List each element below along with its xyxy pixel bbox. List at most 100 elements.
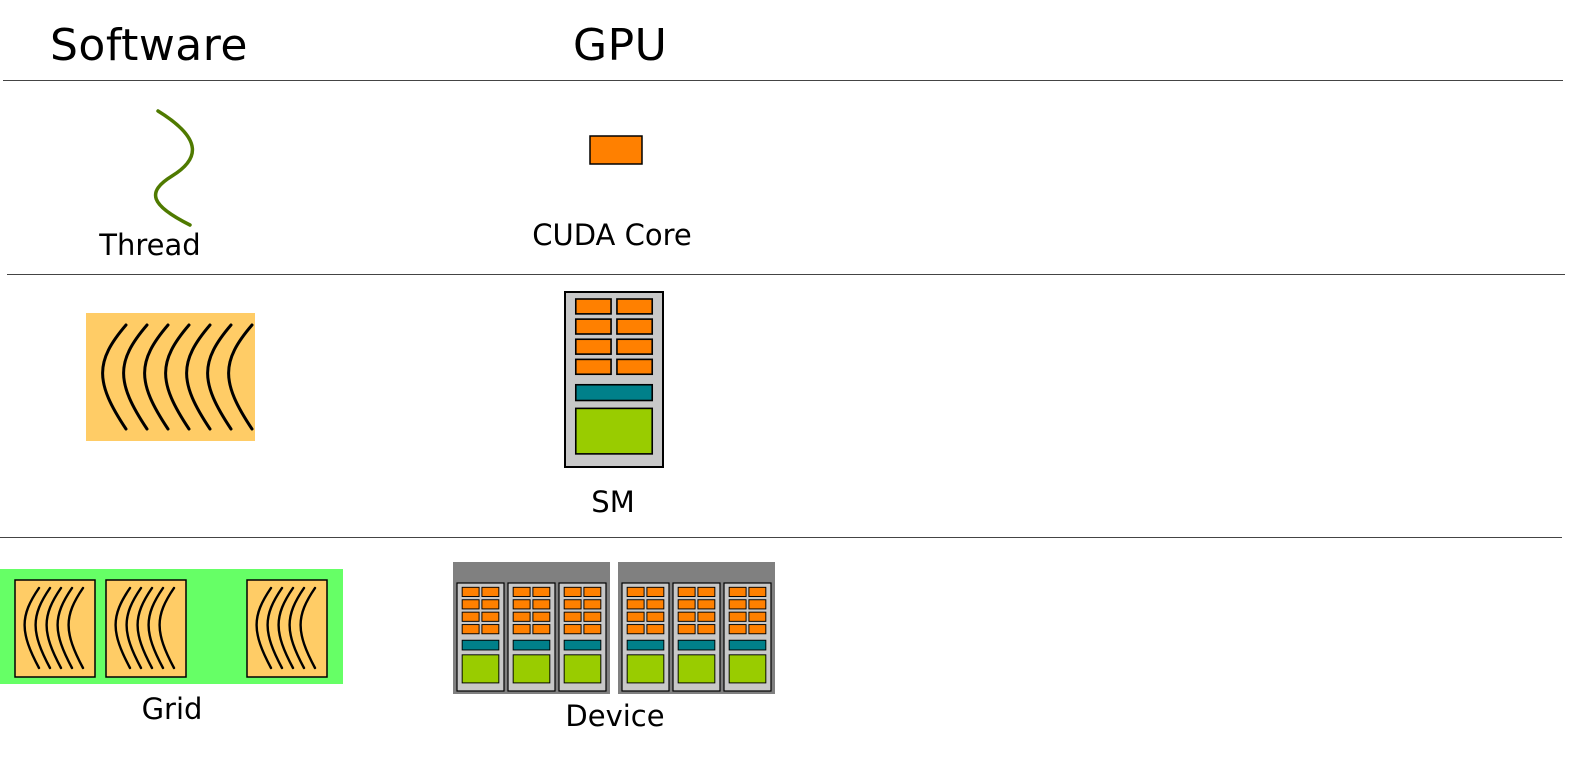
sm-cuda-core — [697, 624, 716, 635]
sm-cuda-core — [677, 624, 696, 635]
sm-cuda-core — [646, 624, 665, 635]
sm-cuda-core — [697, 599, 716, 610]
sm-cuda-core — [481, 599, 500, 610]
sm-cuda-core — [748, 599, 767, 610]
sm-cuda-core — [563, 599, 582, 610]
sm-cuda-core — [481, 611, 500, 622]
sm-cuda-core — [697, 586, 716, 597]
sm-cuda-core — [532, 624, 551, 635]
sm-cuda-core — [512, 586, 531, 597]
sm-cuda-core — [461, 624, 480, 635]
device-gpc — [618, 562, 775, 694]
sm-cuda-core — [646, 599, 665, 610]
gpu-column-header: GPU — [573, 20, 668, 71]
thread-wave — [299, 586, 317, 670]
thread-wave — [164, 323, 191, 431]
thread-wave — [56, 586, 74, 670]
thread-wave — [136, 586, 154, 670]
grid-thread-block — [246, 579, 328, 678]
thread-wave — [114, 586, 132, 670]
thread-wave — [288, 586, 306, 670]
sm-cuda-core — [748, 624, 767, 635]
device-sm — [723, 582, 772, 692]
grid-icon — [0, 569, 343, 684]
sm-cuda-core — [563, 624, 582, 635]
thread-wave — [67, 586, 85, 670]
thread-wave — [147, 586, 165, 670]
sm-cuda-core — [583, 624, 602, 635]
device-icon — [453, 562, 775, 694]
thread-wave — [34, 586, 52, 670]
sm-cuda-core — [728, 624, 747, 635]
sm-cuda-core — [616, 358, 654, 376]
thread-wave — [143, 323, 170, 431]
sm-cuda-core — [532, 586, 551, 597]
thread-wave — [206, 323, 233, 431]
sm-cuda-core — [583, 599, 602, 610]
device-sm — [558, 582, 607, 692]
device-sm — [456, 582, 505, 692]
sm-cuda-core — [512, 624, 531, 635]
sm-cuda-core — [697, 611, 716, 622]
sm-cuda-core — [481, 586, 500, 597]
thread-wave — [277, 586, 295, 670]
thread-wave — [227, 323, 254, 431]
thread-wave — [45, 586, 63, 670]
software-column-header: Software — [50, 20, 248, 71]
device-sm — [672, 582, 721, 692]
sm-cuda-core — [563, 586, 582, 597]
sm-cuda-core — [461, 586, 480, 597]
sm-cuda-core — [461, 611, 480, 622]
grid-thread-block — [14, 579, 96, 678]
sm-cuda-core — [461, 599, 480, 610]
sm-cuda-core — [512, 611, 531, 622]
thread-icon — [153, 109, 195, 227]
grid-thread-block — [105, 579, 187, 678]
sm-cuda-core — [563, 611, 582, 622]
sm-cuda-core — [728, 599, 747, 610]
cuda-core-icon — [589, 135, 643, 165]
sm-cuda-core — [583, 586, 602, 597]
device-sm — [621, 582, 670, 692]
sm-cuda-core — [532, 611, 551, 622]
divider-row-2 — [0, 537, 1562, 538]
sm-cuda-core — [677, 586, 696, 597]
thread-wave — [122, 323, 149, 431]
sm-cuda-core — [646, 586, 665, 597]
sm-cuda-core — [728, 586, 747, 597]
sm-label: SM — [591, 485, 635, 519]
sm-cuda-core — [532, 599, 551, 610]
thread-wave — [158, 586, 176, 670]
sm-cuda-core — [616, 318, 654, 335]
thread-wave — [23, 586, 41, 670]
thread-wave — [101, 323, 128, 431]
sm-cuda-core — [626, 624, 645, 635]
device-sm — [507, 582, 556, 692]
sm-cuda-core — [512, 599, 531, 610]
sm-cuda-core — [728, 611, 747, 622]
grid-label: Grid — [141, 692, 203, 726]
sm-cuda-core — [748, 611, 767, 622]
sm-cuda-core — [574, 318, 612, 335]
thread-wave — [185, 323, 212, 431]
cuda-core-label: CUDA Core — [532, 218, 692, 252]
thread-label: Thread — [99, 228, 201, 262]
sm-cuda-core — [646, 611, 665, 622]
sm-cuda-core — [583, 611, 602, 622]
sm-cuda-core — [677, 611, 696, 622]
sm-icon — [564, 291, 664, 468]
divider-header — [3, 80, 1563, 81]
sm-cuda-core — [574, 298, 612, 315]
divider-row-1 — [7, 274, 1565, 275]
thread-wave — [266, 586, 284, 670]
sm-cuda-core — [616, 338, 654, 355]
device-label: Device — [565, 699, 665, 733]
thread-wave — [125, 586, 143, 670]
thread-block-icon — [86, 313, 255, 441]
sm-cuda-core — [626, 586, 645, 597]
sm-cuda-core — [481, 624, 500, 635]
thread-wave — [255, 586, 273, 670]
sm-cuda-core — [677, 599, 696, 610]
sm-cuda-core — [626, 599, 645, 610]
